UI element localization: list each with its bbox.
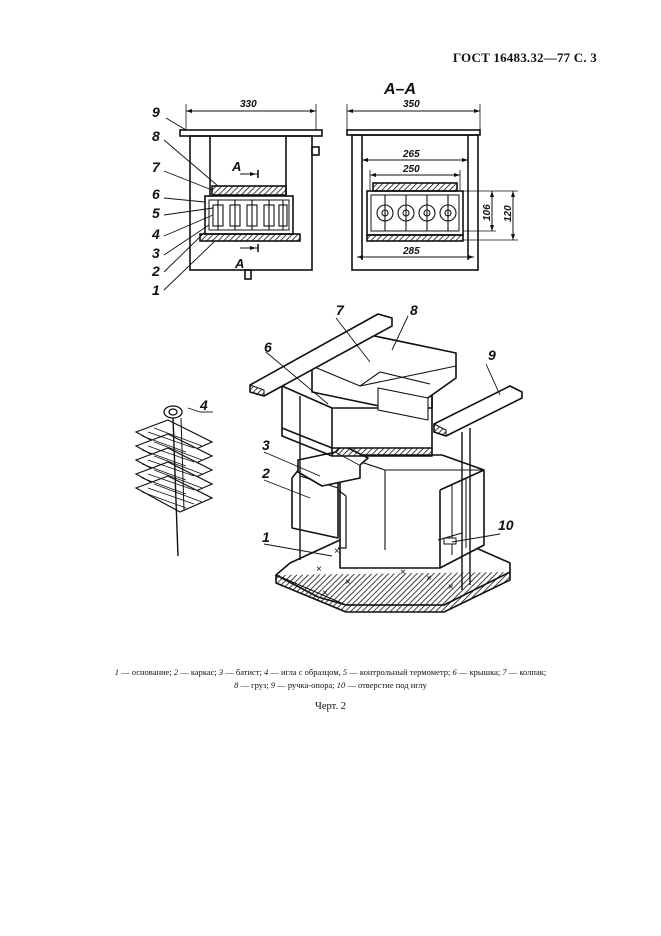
caption-item: 1 — основание;: [114, 667, 174, 677]
technical-drawing: 330 А А 9 8 7 6 5 4 3 2 1: [134, 81, 523, 613]
svg-text:5: 5: [152, 205, 160, 221]
svg-text:3: 3: [152, 245, 160, 261]
svg-text:7: 7: [336, 302, 345, 318]
section-marker-top: А: [231, 159, 241, 174]
dim-106: 106: [482, 204, 493, 221]
caption-item: 9 — ручка-опора;: [270, 680, 337, 690]
svg-text:×: ×: [345, 577, 351, 588]
svg-text:1: 1: [262, 529, 270, 545]
section-view: [346, 104, 518, 271]
svg-text:2: 2: [261, 465, 270, 481]
dim-250: 250: [402, 164, 420, 175]
callout-needle: 4: [199, 397, 208, 413]
svg-text:6: 6: [264, 339, 272, 355]
caption-item: 10 — отверстие под иглу: [336, 680, 427, 690]
caption-item: 4 — игла с образцом,: [264, 667, 343, 677]
svg-text:3: 3: [262, 437, 270, 453]
svg-text:6: 6: [152, 186, 160, 202]
dim-120: 120: [503, 205, 514, 222]
svg-text:10: 10: [498, 517, 514, 533]
front-callouts: 9 8 7 6 5 4 3 2 1: [151, 104, 161, 298]
section-marker-bottom: А: [234, 256, 244, 271]
needle-with-sample: [134, 405, 214, 557]
caption-item: 6 — крышка;: [452, 667, 503, 677]
dim-330: 330: [240, 99, 257, 110]
svg-text:×: ×: [400, 567, 406, 578]
caption-item: 2 — каркас;: [173, 667, 219, 677]
page-header: ГОСТ 16483.32—77 С. 3: [452, 50, 597, 65]
isometric-view: ××× ××× ××× ×: [249, 313, 523, 613]
svg-text:9: 9: [488, 347, 496, 363]
dim-265: 265: [402, 149, 420, 160]
figure-label: Черт. 2: [315, 701, 346, 712]
svg-text:×: ×: [322, 588, 328, 599]
svg-text:7: 7: [152, 159, 161, 175]
dim-285: 285: [402, 246, 420, 257]
iso-callouts: 7 8 6 9 3 2 1 10: [261, 302, 514, 545]
front-view: [163, 104, 323, 291]
svg-text:9: 9: [152, 104, 160, 120]
svg-text:1: 1: [152, 282, 160, 298]
figure-caption: 1 — основание; 2 — каркас; 3 — батист; 4…: [60, 666, 601, 692]
svg-text:4: 4: [151, 226, 160, 242]
section-title: А–А: [383, 81, 416, 98]
svg-text:×: ×: [316, 564, 322, 575]
caption-item: 7 — колпак;: [502, 667, 547, 677]
caption-item: 5 — контрольный термометр;: [342, 667, 453, 677]
caption-item: 3 — батист;: [218, 667, 265, 677]
svg-text:8: 8: [410, 302, 418, 318]
svg-text:×: ×: [334, 546, 340, 557]
dim-350: 350: [403, 99, 420, 110]
svg-text:8: 8: [152, 128, 160, 144]
svg-text:×: ×: [448, 582, 454, 593]
svg-text:×: ×: [426, 573, 432, 584]
svg-text:2: 2: [151, 263, 160, 279]
caption-item: 8 — груз;: [234, 680, 271, 690]
